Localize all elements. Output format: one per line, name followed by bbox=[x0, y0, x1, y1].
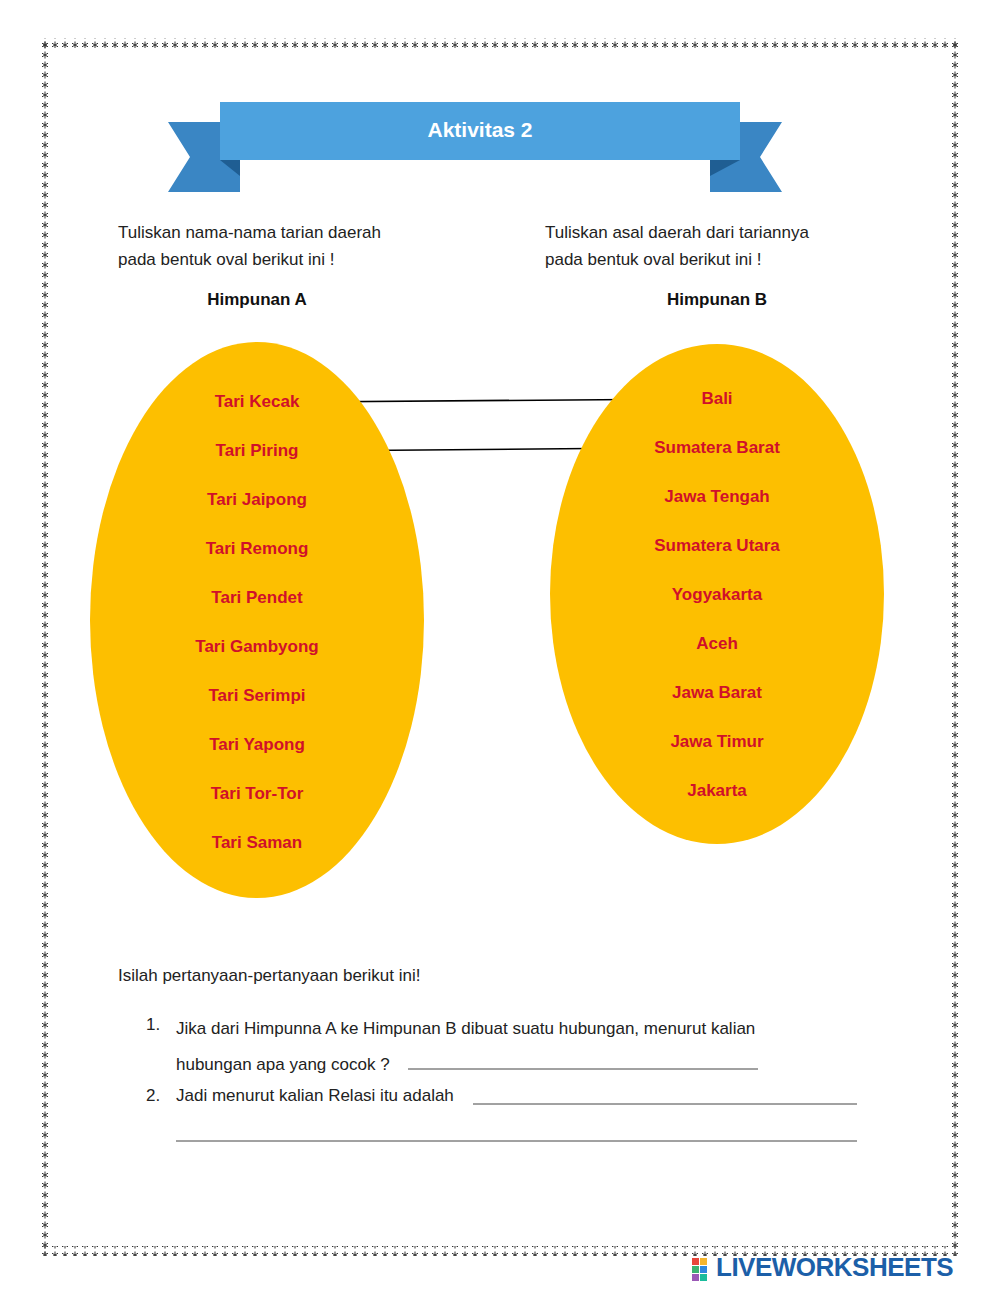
member-text: Tari Kecak bbox=[215, 391, 300, 413]
member-text: Sumatera Utara bbox=[654, 535, 780, 557]
answer-blank-lines bbox=[176, 1069, 857, 1141]
member-text: Yogyakarta bbox=[672, 584, 762, 606]
set-member: Jawa Tengah bbox=[660, 484, 774, 510]
member-text: Bali bbox=[701, 388, 732, 410]
set-member: Tari Gambyong bbox=[191, 634, 322, 660]
member-text: Jawa Barat bbox=[672, 682, 762, 704]
question-number: 2. bbox=[146, 1082, 171, 1109]
set-oval: Himpunan ATari KecakTari PiringTari Jaip… bbox=[90, 342, 424, 898]
member-text: Tari Jaipong bbox=[207, 489, 307, 511]
member-text: Tari Piring bbox=[216, 440, 299, 462]
set-member: Tari Serimpi bbox=[205, 683, 310, 709]
question-text: Jadi menurut kalian Relasi itu adalah bbox=[176, 1082, 476, 1109]
member-text: Aceh bbox=[696, 633, 738, 655]
set-member: Tari Jaipong bbox=[203, 487, 311, 513]
set-member: Tari Yapong bbox=[205, 732, 309, 758]
set-heading: Himpunan A bbox=[90, 290, 424, 310]
member-text: Jawa Timur bbox=[670, 731, 763, 753]
set-member: Jakarta bbox=[683, 778, 751, 804]
set-member: Bali bbox=[697, 386, 736, 412]
member-text: Tari Saman bbox=[212, 832, 302, 854]
instruction-text: Tuliskan asal daerah dari tariannya pada… bbox=[545, 219, 845, 273]
set-oval: Himpunan BBaliSumatera BaratJawa TengahS… bbox=[550, 344, 884, 844]
member-text: Tari Serimpi bbox=[209, 685, 306, 707]
member-text: Sumatera Barat bbox=[654, 437, 780, 459]
question-number: 1. bbox=[146, 1011, 171, 1038]
set-member: Yogyakarta bbox=[668, 582, 766, 608]
oval-shape bbox=[90, 342, 424, 898]
question-text: Jika dari Himpunna A ke Himpunan B dibua… bbox=[176, 1011, 806, 1083]
set-member: Sumatera Utara bbox=[650, 533, 784, 559]
member-text: Tari Tor-Tor bbox=[211, 783, 304, 805]
instruction-text: Tuliskan nama-nama tarian daerah pada be… bbox=[118, 219, 418, 273]
ribbon-banner bbox=[168, 102, 782, 192]
set-heading: Himpunan B bbox=[550, 290, 884, 310]
star-border bbox=[38, 38, 962, 1256]
set-member: Sumatera Barat bbox=[650, 435, 784, 461]
set-member: Tari Tor-Tor bbox=[207, 781, 308, 807]
member-text: Jawa Tengah bbox=[664, 486, 770, 508]
set-member: Aceh bbox=[692, 631, 742, 657]
set-member: Jawa Timur bbox=[666, 729, 767, 755]
logo-icon bbox=[692, 1258, 707, 1281]
member-text: Jakarta bbox=[687, 780, 747, 802]
banner-title: Aktivitas 2 bbox=[220, 116, 740, 143]
member-text: Tari Remong bbox=[206, 538, 309, 560]
watermark: LIVEWORKSHEETS bbox=[716, 1252, 996, 1282]
set-member: Tari Piring bbox=[212, 438, 303, 464]
member-text: Tari Gambyong bbox=[195, 636, 318, 658]
set-member: Tari Pendet bbox=[207, 585, 306, 611]
set-member: Tari Kecak bbox=[211, 389, 304, 415]
set-member: Tari Saman bbox=[208, 830, 306, 856]
question-heading: Isilah pertanyaan-pertanyaan berikut ini… bbox=[118, 962, 618, 989]
member-text: Tari Pendet bbox=[211, 587, 302, 609]
set-member: Jawa Barat bbox=[668, 680, 766, 706]
set-member: Tari Remong bbox=[202, 536, 313, 562]
member-text: Tari Yapong bbox=[209, 734, 305, 756]
